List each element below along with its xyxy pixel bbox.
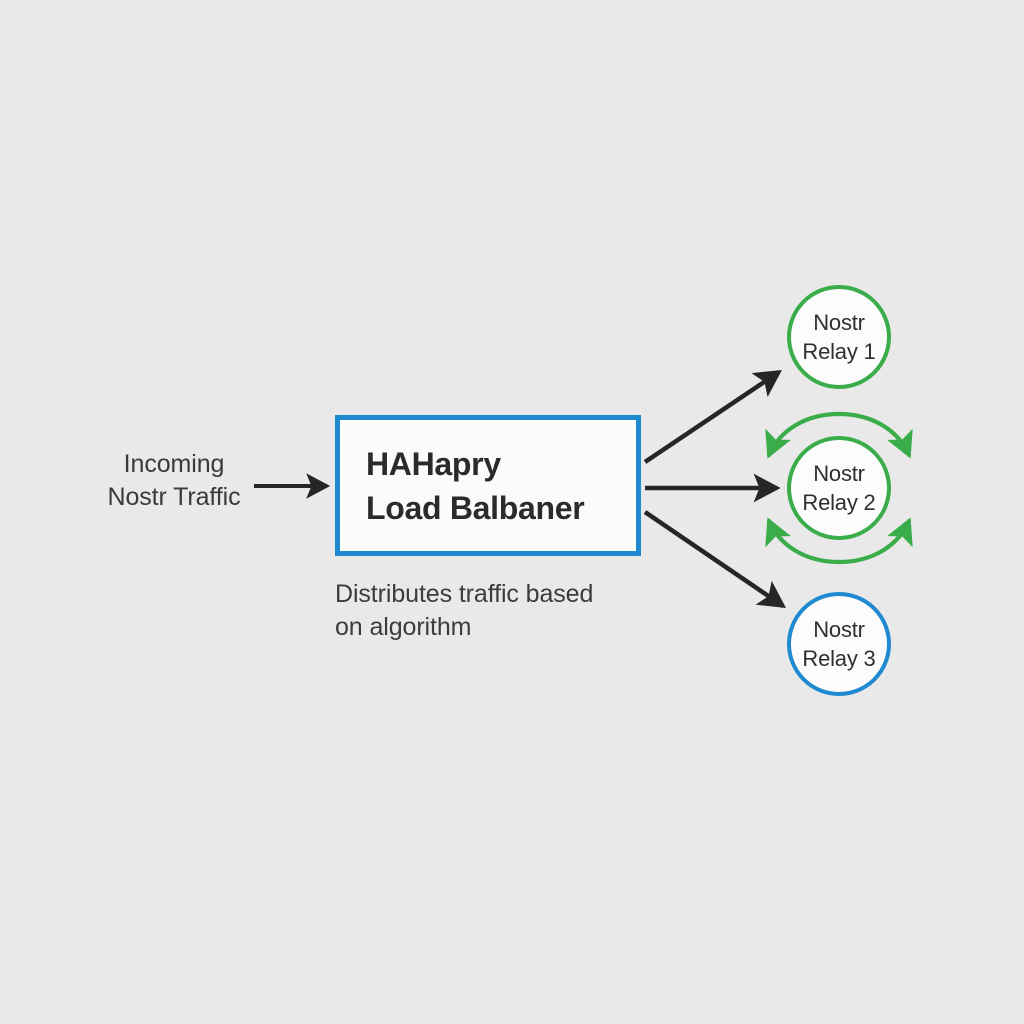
load-balancer-caption: Distributes traffic based on algorithm: [335, 578, 665, 644]
arrow-to-relay-3: [643, 510, 786, 609]
load-balancer-title-line-1: HAHapry: [366, 445, 501, 482]
nostr-relay-2-line-1: Nostr: [813, 461, 865, 486]
nostr-relay-1-line-1: Nostr: [813, 310, 865, 335]
incoming-traffic-label: Incoming Nostr Traffic: [88, 448, 260, 514]
load-balancer-node: HAHapry Load Balbaner: [335, 415, 641, 556]
arrow-to-relay-1: [643, 369, 782, 464]
nostr-relay-1-line-2: Relay 1: [802, 339, 876, 364]
incoming-traffic-line-2: Nostr Traffic: [107, 483, 241, 511]
nostr-relay-1-node: Nostr Relay 1: [787, 285, 891, 389]
nostr-relay-3-node: Nostr Relay 3: [787, 592, 891, 696]
incoming-traffic-line-1: Incoming: [123, 450, 225, 478]
nostr-relay-2-node: Nostr Relay 2: [787, 436, 891, 540]
load-balancer-caption-line-1: Distributes traffic based: [335, 580, 594, 608]
load-balancer-caption-line-2: on algorithm: [335, 613, 472, 641]
nostr-relay-2-line-2: Relay 2: [802, 490, 876, 515]
nostr-relay-3-line-1: Nostr: [813, 617, 865, 642]
load-balancer-title-line-2: Load Balbaner: [366, 489, 585, 526]
nostr-relay-3-line-2: Relay 3: [802, 646, 876, 671]
